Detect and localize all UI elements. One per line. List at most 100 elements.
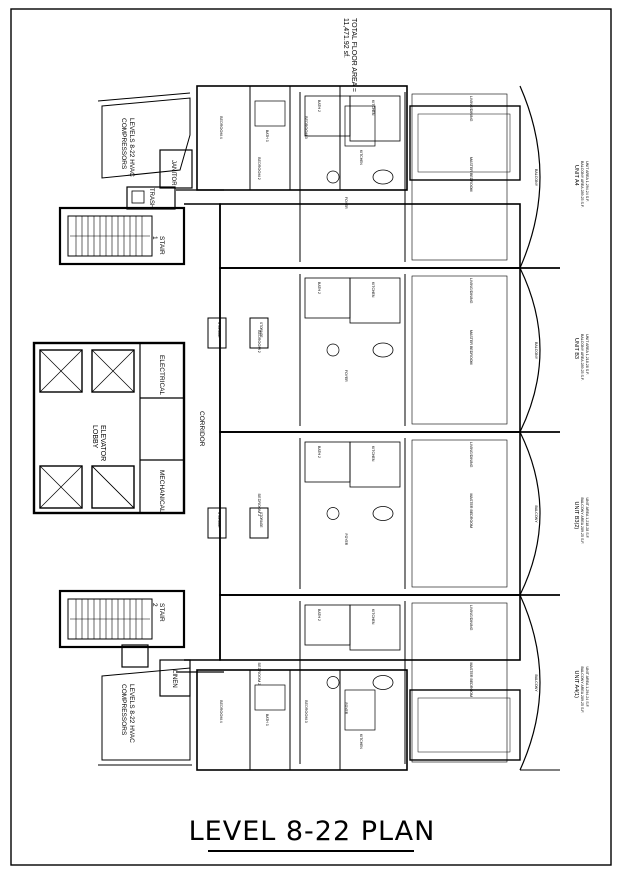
living-dining-label: LIVING/DINING: [469, 96, 473, 122]
kitchen-block: [349, 441, 401, 488]
master-bedroom-label: MASTER BEDROOM: [469, 494, 473, 529]
elevator-car-1: [39, 349, 83, 393]
elevator-car-4: [91, 465, 135, 509]
foyer-label: FOYER: [344, 370, 348, 382]
living-room: [409, 105, 521, 181]
living-room: [409, 689, 521, 761]
storage-closets: STORAGE STORAGE: [207, 507, 269, 539]
kitchen-label: KITCHEN: [371, 446, 375, 462]
kitchen-block: [349, 604, 401, 651]
bath-block: [304, 95, 351, 137]
living-area: [411, 275, 508, 425]
kitchen-label: KITCHEN: [371, 100, 375, 116]
balcony-label: BALCONY: [534, 506, 538, 524]
living-dining-label: LIVING/DINING: [469, 605, 473, 631]
linen-label: LINEN: [171, 670, 177, 688]
storage-label: STORAGE: [217, 322, 221, 338]
bedroom-label: BEDROOM 2: [257, 330, 261, 353]
storage-closets: STORAGE STORAGE: [207, 317, 269, 349]
bath-label: BATH 2: [317, 100, 321, 112]
foyer-label: FOYER: [344, 703, 348, 715]
bath-block: [254, 684, 286, 711]
corridor-label: CORRIDOR: [198, 411, 205, 447]
plan-title-underline: [208, 850, 414, 852]
foyer-label: FOYER: [344, 534, 348, 546]
electrical-label: ELECTRICAL: [158, 355, 165, 395]
bedroom-label: BEDROOM 2: [257, 494, 261, 517]
elevator-lobby-label: ELEVATORLOBBY: [91, 425, 106, 461]
bath-3-label: BATH 3: [265, 130, 269, 142]
balcony-edge: [519, 85, 541, 269]
unit-label: UNIT A4: [573, 165, 579, 186]
balcony-label: BALCONY: [534, 169, 538, 187]
storage-label: STORAGE: [259, 322, 263, 338]
kitchen-label: KITCHEN: [371, 282, 375, 298]
elevator-car-3: [39, 465, 83, 509]
living-area: [411, 439, 508, 588]
unit-3: BEDROOM 2 BATH 2 KITCHEN MASTER BEDROOM LIVI…: [219, 431, 589, 596]
bath-label: BATH 2: [317, 282, 321, 294]
balcony-label: BALCONY: [534, 675, 538, 693]
bath-block: [304, 604, 351, 646]
bedroom-label: BEDROOM 2: [257, 157, 261, 180]
living-dining-label: LIVING/DINING: [469, 442, 473, 468]
bath-label: BATH 2: [317, 446, 321, 458]
bedroom-label: BEDROOM 2: [257, 663, 261, 686]
storage-label: STORAGE: [217, 512, 221, 528]
living-area: [411, 93, 508, 261]
hvac-bottom-label: LEVELS 8-22 HVACCOMPRESSORS: [120, 684, 135, 743]
unit-4: BEDROOM 2 BATH 2 KITCHEN MASTER BEDROOM LIVI…: [219, 594, 589, 771]
tub: [372, 169, 394, 185]
bedroom-3-label: BEDROOM 3: [304, 700, 308, 723]
floor-area-note: TOTAL FLOOR AREA =11,471.92 sf.: [342, 18, 357, 92]
janitor-room: [159, 149, 193, 189]
bath-3-label: BATH 3: [265, 714, 269, 726]
kitchen-block: [344, 689, 376, 731]
unit-area-label: UNIT AREA 1,218.28 S.F.BALCONY AREA 289.…: [580, 334, 589, 381]
tub: [372, 506, 394, 521]
kitchen-label: KITCHEN: [359, 150, 363, 165]
door-swing: [326, 676, 340, 689]
balcony-edge: [519, 267, 541, 433]
elevator-core: [32, 341, 186, 515]
living-dining-label: LIVING/DINING: [469, 278, 473, 304]
elevator-car-2: [91, 349, 135, 393]
hvac-top-label: LEVELS 8-22 HVACCOMPRESSORS: [120, 118, 135, 177]
bedroom-wing-2: BEDROOM 4 BEDROOM 3 BATH 3 KITCHEN: [196, 669, 521, 771]
unit-1: BEDROOM 2 BATH 2 KITCHEN MASTER BEDROOM LIVI…: [219, 85, 589, 269]
tub: [372, 675, 394, 690]
bedroom-4-label: BEDROOM 4: [219, 116, 223, 139]
unit-label: UNIT B3(2): [573, 502, 579, 530]
door-swing: [326, 343, 340, 357]
balcony-edge: [519, 594, 541, 771]
door-swing: [326, 170, 340, 184]
linen-room: [121, 644, 149, 668]
balcony-edge: [519, 431, 541, 596]
stair-1: [58, 206, 186, 266]
plan-title: LEVEL 8-22 PLAN: [188, 816, 436, 847]
janitor-label: JANITOR: [170, 160, 176, 186]
foyer-label: FOYER: [344, 197, 348, 209]
bath-block: [304, 277, 351, 319]
kitchen-label: KITCHEN: [371, 609, 375, 625]
bedroom-4-label: BEDROOM 4: [219, 700, 223, 723]
bath-block: [254, 100, 286, 127]
stair-2-label: STAIR2: [151, 603, 165, 622]
hvac-area-top: [101, 97, 191, 179]
hvac-area-bottom: [101, 667, 191, 761]
core: [32, 92, 224, 766]
bath-block: [304, 441, 351, 483]
storage-label: STORAGE: [259, 512, 263, 528]
master-bedroom-label: MASTER BEDROOM: [469, 157, 473, 192]
bath-label: BATH 2: [317, 609, 321, 621]
units: BEDROOM 2 BATH 2 KITCHEN MASTER BEDROOM LIVI…: [196, 85, 589, 771]
unit-area-label: UNIT AREA 1,294.24 S.F.BALCONY AREA 289.…: [580, 667, 589, 714]
living-area: [411, 602, 508, 763]
trash-label: TRASH: [148, 188, 154, 208]
master-bedroom-label: MASTER BEDROOM: [469, 663, 473, 698]
kitchen-label: KITCHEN: [359, 734, 363, 749]
